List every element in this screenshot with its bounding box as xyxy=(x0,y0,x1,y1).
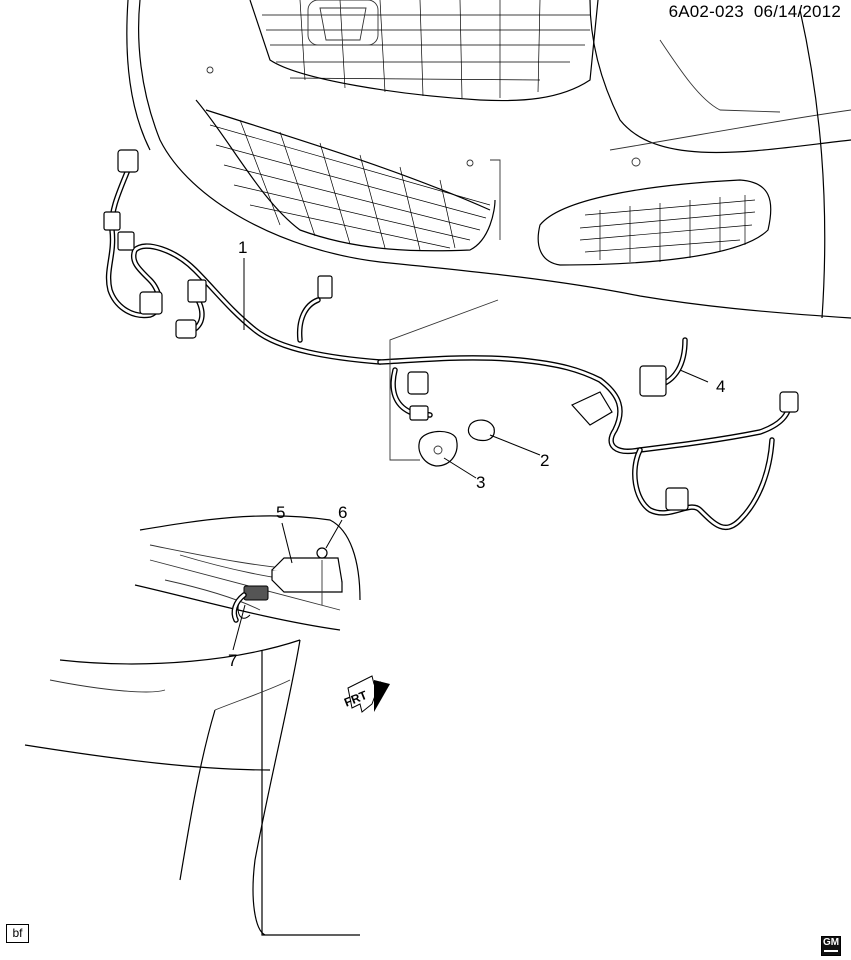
corner-tag: bf xyxy=(6,924,29,943)
diagram-id: 6A02-023 xyxy=(668,2,744,21)
gm-logo-text: GM xyxy=(822,937,840,948)
gm-logo-icon: GM xyxy=(821,936,841,956)
harness-left-section xyxy=(103,149,383,365)
gm-logo-bar xyxy=(824,950,838,952)
callout-4: 4 xyxy=(716,377,725,396)
front-direction-arrow: FRT xyxy=(342,675,390,713)
diagram-date: 06/14/2012 xyxy=(753,2,841,21)
callout-7: 7 xyxy=(228,651,237,670)
callout-3: 3 xyxy=(476,473,485,492)
sensor-parts xyxy=(418,419,495,467)
underbody-module-area xyxy=(24,515,361,936)
callout-1: 1 xyxy=(238,238,247,257)
callout-leaders xyxy=(232,258,709,651)
upper-grille xyxy=(249,0,599,102)
harness-right-section xyxy=(377,337,799,531)
callout-2: 2 xyxy=(540,451,549,470)
callout-6: 6 xyxy=(338,503,347,522)
detail-bracket xyxy=(389,299,499,461)
lower-grille xyxy=(195,99,501,252)
fog-lamp-grille xyxy=(537,179,772,266)
diagram-header: 6A02-023 06/14/2012 xyxy=(669,2,841,22)
front-fascia xyxy=(126,0,851,319)
callout-5: 5 xyxy=(276,503,285,522)
